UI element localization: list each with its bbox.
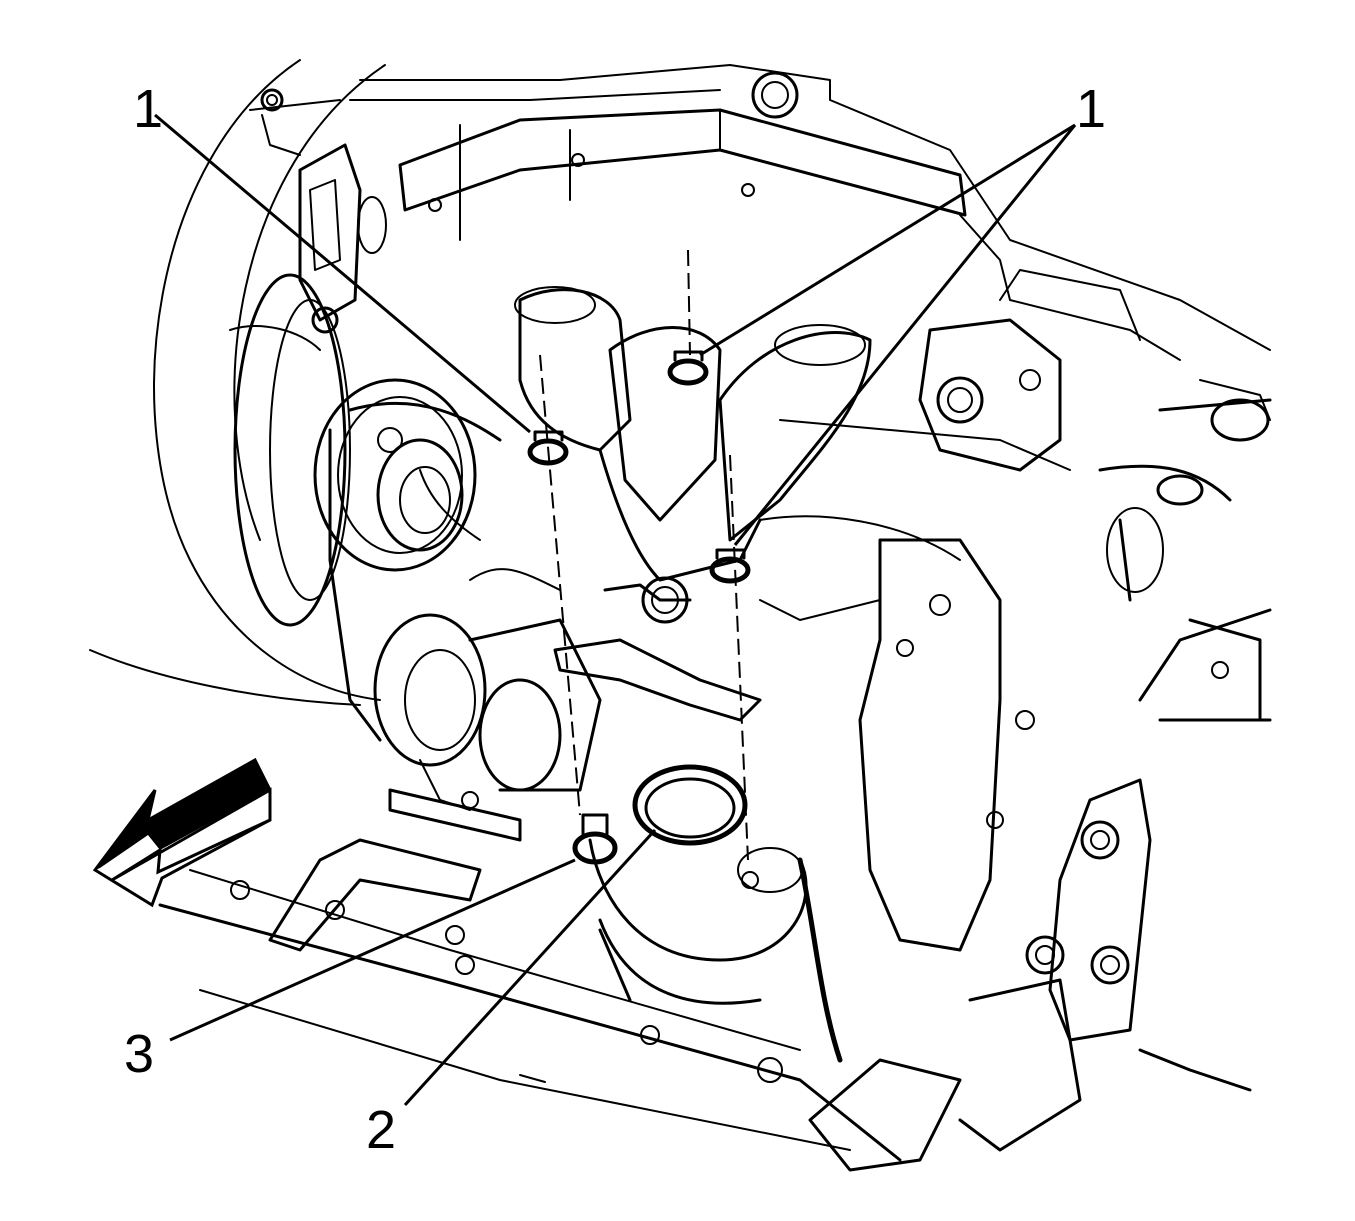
manifold-nut-upper-right xyxy=(667,350,709,386)
manifold-nut-lower-right xyxy=(709,548,751,584)
leader-3 xyxy=(169,858,576,1042)
mount-bolt-3 xyxy=(1090,945,1130,985)
callout-2: 2 xyxy=(366,1100,396,1160)
mount-bolt-2 xyxy=(1025,935,1065,975)
callout-3: 3 xyxy=(124,1024,154,1084)
manifold-nuts xyxy=(527,350,751,584)
converter-nut xyxy=(572,813,618,865)
pulley-assembly xyxy=(229,273,602,811)
front-direction-arrow-icon xyxy=(92,757,272,908)
callout-1-left: 1 xyxy=(133,79,163,139)
exhaust-gasket xyxy=(632,764,748,846)
crossmember xyxy=(158,788,962,1172)
catalytic-converter xyxy=(588,838,843,1063)
leader-1a xyxy=(154,113,531,434)
exhaust-manifold xyxy=(419,286,1071,722)
callout-1-right: 1 xyxy=(1076,79,1106,139)
leader-2 xyxy=(403,828,657,1107)
engine-assembly xyxy=(89,59,1271,706)
leader-1b xyxy=(699,123,1076,357)
mount-bolt-1 xyxy=(1080,820,1120,860)
leader-1c xyxy=(733,124,1077,546)
stud-alignment-lines xyxy=(539,249,749,861)
leader-lines xyxy=(154,113,1077,1107)
manifold-nut-upper-left xyxy=(527,430,569,466)
right-side-components xyxy=(858,318,1272,1152)
